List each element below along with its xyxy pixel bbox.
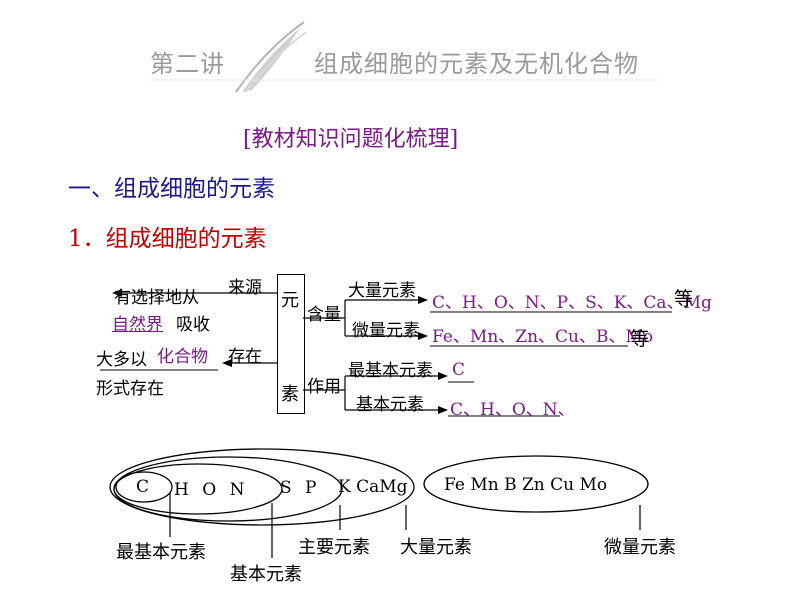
most-basic-label: 最基本元素 [348,361,433,381]
element-box [277,274,305,414]
micro-suffix: 等 [630,328,650,350]
exist-text-2: 形式存在 [96,379,164,399]
source-label: 来源 [228,278,262,298]
source-text-2: 吸收 [176,315,210,335]
exist-text-1: 大多以 [96,350,147,370]
euler-micro-elements: Fe Mn B Zn Cu Mo [444,475,608,495]
micro-label: 微量元素 [352,321,420,341]
label-basic: 基本元素 [230,564,302,585]
euler-c: C [136,477,150,497]
content-label: 含量 [307,305,341,325]
macro-suffix: 等 [674,288,694,310]
page-title: 组成细胞的元素及无机化合物 [314,50,639,78]
label-main: 主要元素 [298,537,370,558]
label-macro: 大量元素 [400,537,472,558]
euler-hon: H O N [174,480,249,500]
euler-sp: S P [280,478,321,498]
lecture-number: 第二讲 [150,50,225,78]
exist-label: 存在 [228,347,262,367]
element-char-yuan: 元 [281,290,299,311]
basic-fill: C、H、O、N、 [450,400,575,420]
source-fill: 自然界 [112,315,163,335]
role-label: 作用 [307,377,341,397]
label-micro: 微量元素 [604,537,676,558]
basic-label: 基本元素 [356,395,424,415]
most-basic-fill: C [452,360,466,380]
element-char-su: 素 [281,384,299,405]
subtitle: [教材知识问题化梳理] [243,127,459,152]
label-most-basic: 最基本元素 [116,542,206,563]
macro-label: 大量元素 [348,281,416,301]
micro-fill: Fe、Mn、Zn、Cu、B、Mo [432,327,654,347]
source-text-1: 有选择地从 [114,288,199,308]
euler-kcamg: K CaMg [338,477,408,497]
exist-fill: 化合物 [157,347,208,367]
macro-fill: C、H、O、N、P、S、K、Ca、Mg [432,293,712,313]
subsection-heading: 1．组成细胞的元素 [68,226,267,252]
section-heading: 一、组成细胞的元素 [68,176,275,202]
